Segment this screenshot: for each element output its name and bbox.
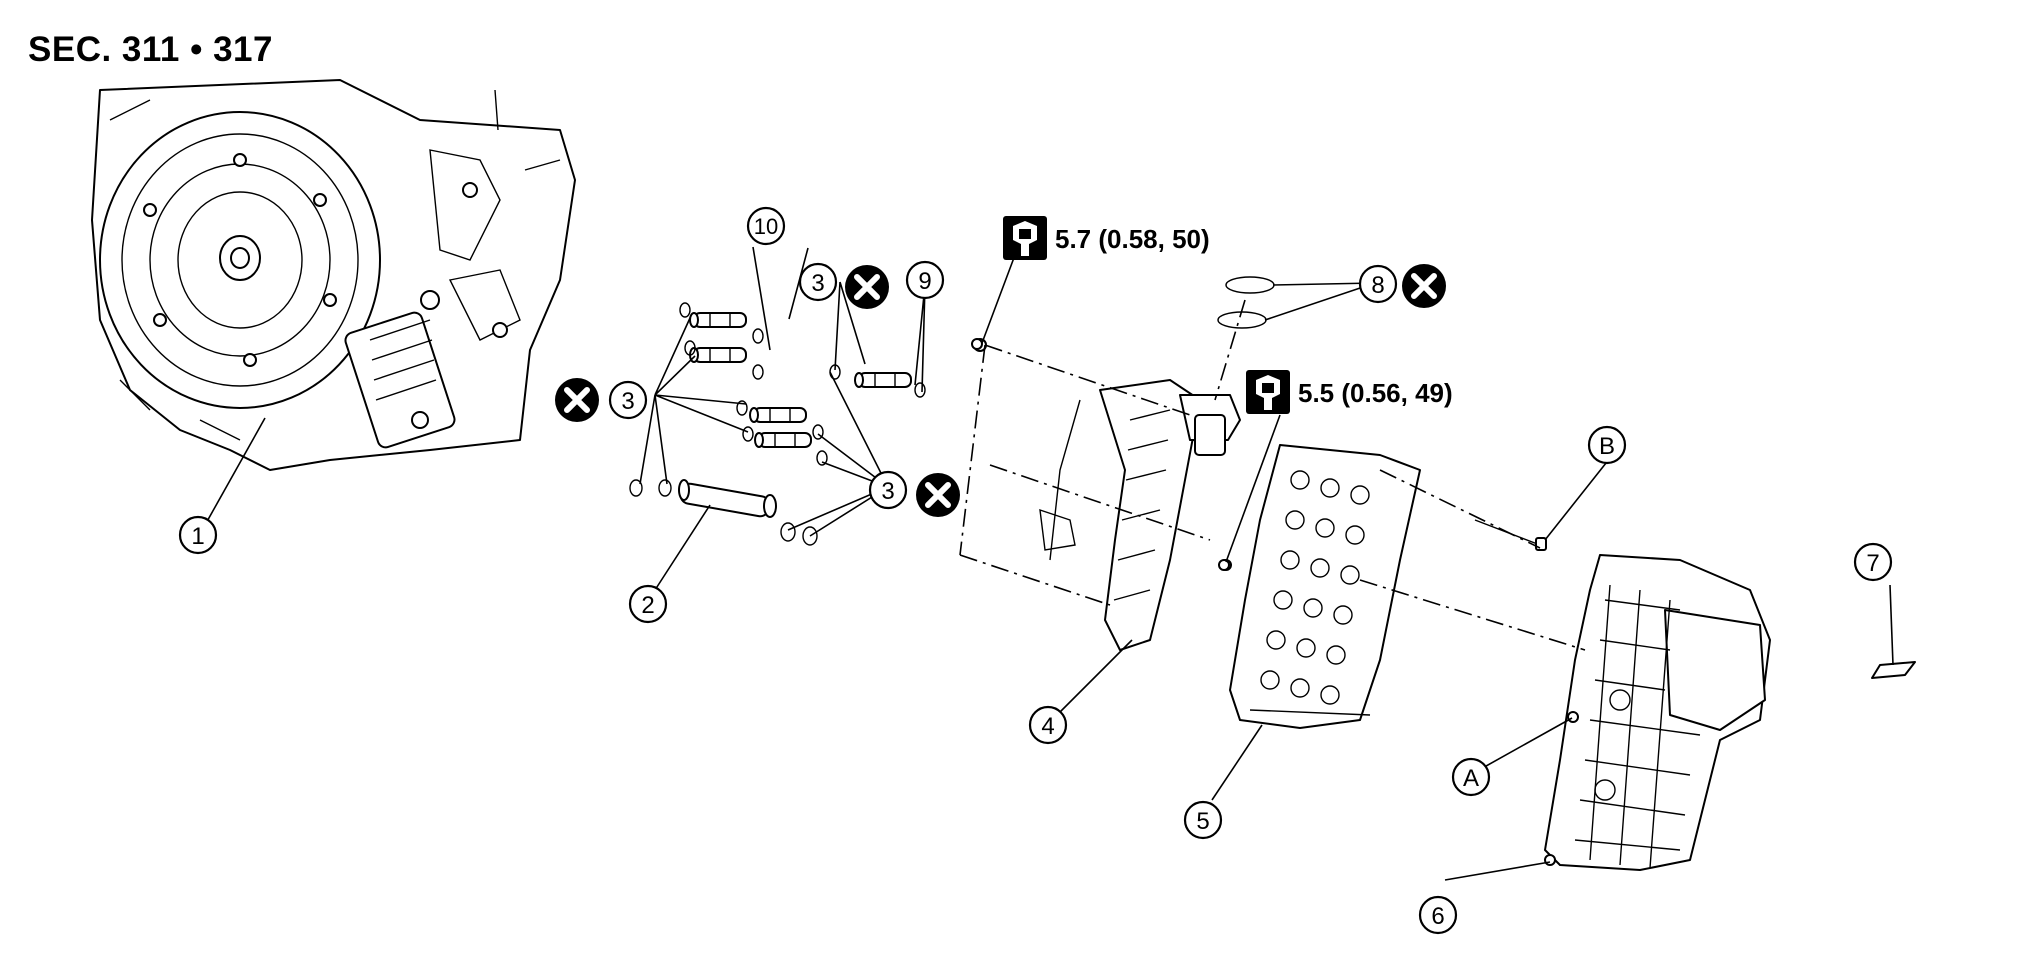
svg-text:5: 5 <box>1196 808 1209 835</box>
callout-10: 10 <box>746 206 786 246</box>
control-valve-assembly <box>1229 444 1421 729</box>
callout-A: A <box>1451 757 1491 797</box>
svg-text:6: 6 <box>1431 903 1444 930</box>
do-not-reuse-icon <box>916 473 960 517</box>
torque-spec-upper: 5.7 (0.58, 50) <box>1003 216 1210 260</box>
callout-3-top: 3 <box>798 262 838 302</box>
section-label: SEC. 311 • 317 <box>28 30 273 69</box>
svg-text:5.7 (0.58, 50): 5.7 (0.58, 50) <box>1055 224 1210 254</box>
do-not-reuse-icon <box>555 378 599 422</box>
torque-wrench-icon <box>1003 216 1047 260</box>
sleeve-group <box>629 302 926 546</box>
leader-lines <box>204 246 1894 881</box>
do-not-reuse-icon <box>845 265 889 309</box>
svg-text:7: 7 <box>1866 550 1879 577</box>
svg-text:4: 4 <box>1041 713 1054 740</box>
svg-text:3: 3 <box>881 478 894 505</box>
callout-3-right: 3 <box>868 470 908 510</box>
callout-B: B <box>1587 425 1627 465</box>
svg-text:A: A <box>1463 765 1479 792</box>
svg-text:10: 10 <box>754 214 778 239</box>
torque-wrench-icon <box>1246 370 1290 414</box>
oil-pan <box>1544 554 1771 871</box>
svg-text:3: 3 <box>621 388 634 415</box>
callout-7: 7 <box>1853 542 1893 582</box>
do-not-reuse-icon <box>1402 264 1446 308</box>
callout-2: 2 <box>628 584 668 624</box>
callout-5: 5 <box>1183 800 1223 840</box>
transaxle-assembly <box>91 79 576 471</box>
svg-text:9: 9 <box>918 268 931 295</box>
callout-4: 4 <box>1028 705 1068 745</box>
svg-text:B: B <box>1599 433 1615 460</box>
torque-spec-lower: 5.5 (0.56, 49) <box>1246 370 1453 414</box>
svg-text:1: 1 <box>191 523 204 550</box>
svg-text:3: 3 <box>811 270 824 297</box>
svg-text:5.5 (0.56, 49): 5.5 (0.56, 49) <box>1298 378 1453 408</box>
callout-6: 6 <box>1418 895 1458 935</box>
callout-9: 9 <box>905 260 945 300</box>
svg-text:8: 8 <box>1371 272 1384 299</box>
callout-1: 1 <box>178 515 218 555</box>
clip-part <box>1871 661 1916 679</box>
assembly-lines <box>959 299 1586 651</box>
svg-text:2: 2 <box>641 592 654 619</box>
harness-assembly <box>973 338 1241 651</box>
callout-8: 8 <box>1358 264 1398 304</box>
callout-3-left: 3 <box>608 380 648 420</box>
